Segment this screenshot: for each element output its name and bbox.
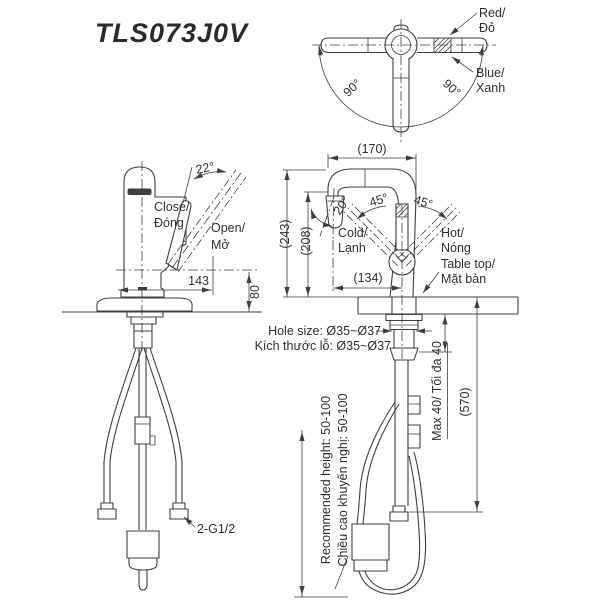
close-label-line1: Close/	[154, 200, 190, 214]
open-angle-dim: 22°	[194, 159, 215, 177]
blue-side-label-line1: Blue/	[476, 66, 505, 80]
open-label-line2: Mở	[211, 238, 230, 252]
tabletop-label-line1: Table top/	[441, 257, 496, 271]
faucet-side-view: 22° Close/ Đóng Open/ Mở 143 80	[62, 159, 262, 591]
product-code-title: TLS073J0V	[95, 18, 249, 48]
pivot-height-dim: 80	[248, 285, 262, 299]
red-side-label-line2: Đỏ	[479, 21, 495, 35]
cold-label-line1: Cold/	[338, 226, 368, 240]
blue-side-label-line2: Xanh	[476, 81, 505, 95]
aerator-outlet	[127, 188, 152, 195]
cold-label-line2: Lạnh	[338, 241, 366, 255]
recommended-height-label-vi: Chiều cao khuyến nghị: 50-100	[336, 393, 350, 566]
total-height-dim: (243)	[278, 219, 292, 248]
hole-size-label-en: Hole size: Ø35~Ø37	[268, 324, 381, 338]
swing-angle-right: 90°	[440, 77, 463, 100]
hose-length-dim: (570)	[458, 387, 472, 416]
swing-angle-left: 90°	[341, 77, 364, 100]
tabletop-label-line2: Mặt bàn	[441, 272, 486, 286]
spout-width-dim: (170)	[357, 142, 386, 156]
spout-height-dim: (208)	[299, 226, 313, 255]
handle-angle-right-dim: 45°	[412, 193, 434, 212]
recommended-height-label-en: Recommended height: 50-100	[319, 396, 333, 564]
open-label-line1: Open/	[211, 221, 246, 235]
reach-dim: 143	[188, 274, 209, 288]
max-counter-thickness-dim: Max 40/ Tối đa 40	[430, 341, 444, 441]
hole-size-label-vi: Kích thước lỗ: Ø35~Ø37	[255, 338, 391, 353]
hot-label-line1: Hot/	[441, 226, 464, 240]
close-label-line2: Đóng	[154, 216, 184, 230]
thread-spec-label: 2-G1/2	[197, 522, 235, 536]
red-side-label-line1: Red/	[479, 6, 506, 20]
faucet-front-view: 45° 45° 20° Cold/ Lạnh Hot/ Nóng Table t…	[255, 142, 519, 598]
handle-angle-left-dim: 45°	[368, 191, 390, 210]
handle-top-view: 90° 90° Red/ Đỏ Blue/ Xanh	[312, 6, 506, 142]
center-to-head-dim: (134)	[353, 271, 382, 285]
hot-label-line2: Nóng	[441, 241, 471, 255]
